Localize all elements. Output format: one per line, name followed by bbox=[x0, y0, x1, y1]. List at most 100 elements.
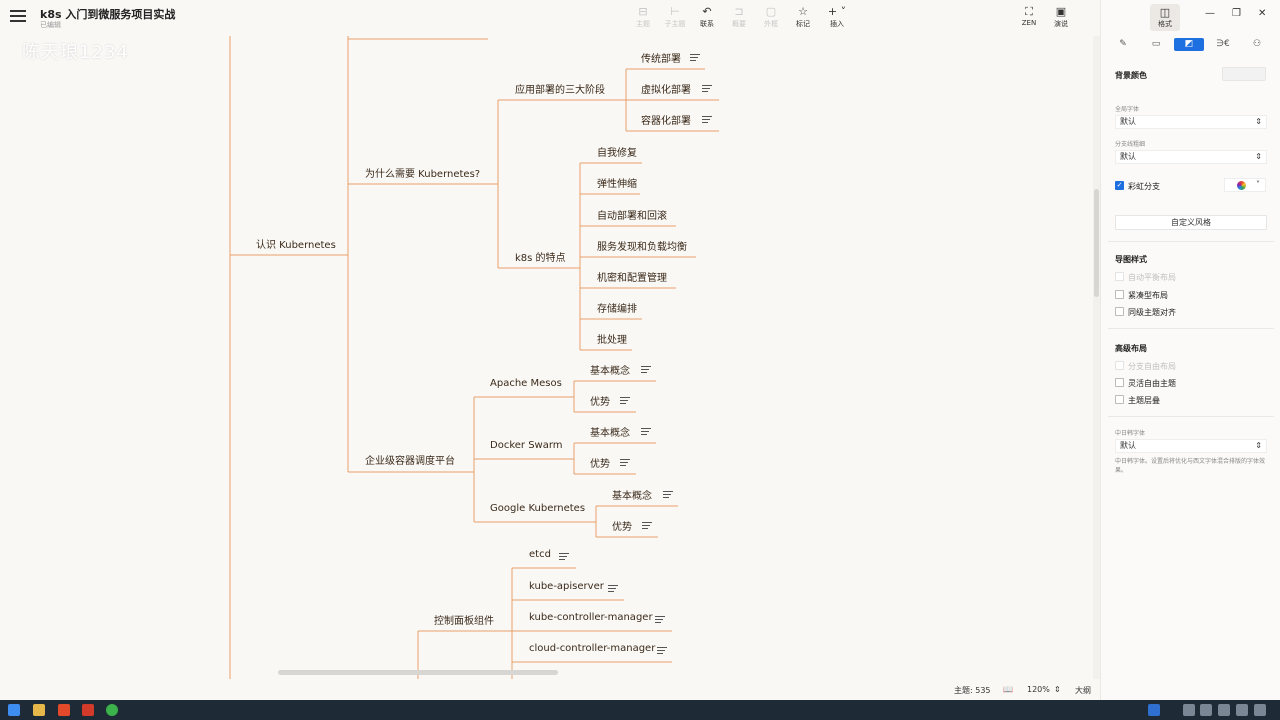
windows-start-icon[interactable] bbox=[8, 704, 20, 716]
note-icon[interactable] bbox=[642, 522, 652, 530]
topic-why[interactable]: 为什么需要 Kubernetes? bbox=[365, 169, 481, 180]
document-title[interactable]: k8s 入门到微服务项目实战 bbox=[40, 8, 176, 21]
minimize-icon[interactable]: — bbox=[1205, 8, 1215, 19]
topic-root[interactable]: 认识 Kubernetes bbox=[256, 240, 336, 251]
topic-platform[interactable]: Apache Mesos bbox=[490, 378, 562, 389]
custom-style-button[interactable]: 自定义风格 bbox=[1115, 215, 1267, 230]
volume-icon[interactable] bbox=[1183, 704, 1195, 716]
topic-button[interactable]: ⊟主题 bbox=[628, 4, 658, 29]
topic-feature-item[interactable]: 机密和配置管理 bbox=[597, 273, 667, 284]
boundary-button[interactable]: ▢外框 bbox=[756, 4, 786, 29]
topic-overlap-checkbox[interactable] bbox=[1115, 395, 1124, 404]
global-font-label: 全局字体 bbox=[1115, 106, 1140, 113]
outline-button[interactable]: 大纲 bbox=[1075, 686, 1091, 695]
topic-control-item[interactable]: cloud-controller-manager bbox=[529, 643, 656, 654]
mindmap-app-icon[interactable] bbox=[58, 704, 70, 716]
branch-free-checkbox[interactable] bbox=[1115, 361, 1124, 370]
tab-style-brush[interactable]: ✎ bbox=[1108, 38, 1138, 51]
zoom-stepper-icon[interactable]: ⇕ bbox=[1054, 685, 1061, 694]
topic-platform-item[interactable]: 基本概念 bbox=[590, 428, 630, 439]
network-icon[interactable] bbox=[1200, 704, 1212, 716]
rainbow-color-picker[interactable]: ˅ bbox=[1224, 178, 1266, 192]
horizontal-scrollbar[interactable] bbox=[0, 669, 1093, 676]
maximize-icon[interactable]: ❐ bbox=[1232, 8, 1241, 19]
note-icon[interactable] bbox=[690, 54, 700, 62]
present-button[interactable]: ▣演说 bbox=[1046, 4, 1076, 29]
topic-stage-item[interactable]: 虚拟化部署 bbox=[641, 85, 691, 96]
topic-control-item[interactable]: etcd bbox=[529, 549, 551, 560]
notification-icon[interactable] bbox=[1254, 704, 1266, 716]
format-toggle-button[interactable]: ◫格式 bbox=[1150, 4, 1180, 31]
global-font-select[interactable]: 默认⇕ bbox=[1115, 115, 1267, 129]
tab-theme[interactable]: ⚇ bbox=[1242, 38, 1272, 51]
topic-feature-item[interactable]: 弹性伸缩 bbox=[597, 179, 637, 190]
wps-icon[interactable] bbox=[82, 704, 94, 716]
topic-stage-item[interactable]: 传统部署 bbox=[641, 54, 681, 65]
topic-control-item[interactable]: kube-controller-manager bbox=[529, 612, 653, 623]
vertical-scroll-thumb[interactable] bbox=[1094, 189, 1099, 297]
note-icon[interactable] bbox=[620, 397, 630, 405]
topic-count: 主题: 535 bbox=[954, 686, 991, 695]
compact-layout-checkbox[interactable] bbox=[1115, 290, 1124, 299]
tab-canvas-format[interactable]: ◩ bbox=[1174, 38, 1204, 51]
tray-app-icon[interactable] bbox=[1148, 704, 1160, 716]
topic-feature-item[interactable]: 服务发现和负载均衡 bbox=[597, 242, 687, 253]
file-explorer-icon[interactable] bbox=[33, 704, 45, 716]
tab-formula[interactable]: ∋€ bbox=[1208, 38, 1238, 51]
bg-color-swatch[interactable] bbox=[1222, 67, 1266, 81]
note-icon[interactable] bbox=[655, 616, 665, 624]
topic-feature-item[interactable]: 存储编排 bbox=[597, 304, 637, 315]
book-icon[interactable]: 📖 bbox=[1003, 685, 1013, 694]
tray-icon[interactable] bbox=[1236, 704, 1248, 716]
input-method-icon[interactable] bbox=[1218, 704, 1230, 716]
note-icon[interactable] bbox=[641, 428, 651, 436]
fullscreen-icon: ⛶ bbox=[1025, 5, 1033, 18]
auto-balance-checkbox[interactable] bbox=[1115, 272, 1124, 281]
tab-structure[interactable]: ▭ bbox=[1141, 38, 1171, 51]
plus-icon: + ˅ bbox=[827, 5, 847, 18]
topic-feature-item[interactable]: 批处理 bbox=[597, 335, 627, 346]
zoom-level[interactable]: 120% bbox=[1027, 685, 1050, 694]
align-topics-checkbox[interactable] bbox=[1115, 307, 1124, 316]
mindmap-canvas[interactable]: 认识 Kubernetes 为什么需要 Kubernetes? 应用部署的三大阶段 传… bbox=[0, 36, 1100, 679]
note-icon[interactable] bbox=[620, 459, 630, 467]
flexible-free-checkbox[interactable] bbox=[1115, 378, 1124, 387]
note-icon[interactable] bbox=[657, 647, 667, 655]
note-icon[interactable] bbox=[641, 366, 651, 374]
topic-control-item[interactable]: kube-apiserver bbox=[529, 581, 604, 592]
insert-button[interactable]: + ˅插入 bbox=[822, 4, 852, 29]
topic-features[interactable]: k8s 的特点 bbox=[515, 253, 566, 264]
topic-control-plane[interactable]: 控制面板组件 bbox=[434, 616, 494, 627]
topic-platform-item[interactable]: 基本概念 bbox=[612, 491, 652, 502]
topic-feature-item[interactable]: 自我修复 bbox=[597, 148, 637, 159]
marker-button[interactable]: ☆标记 bbox=[788, 4, 818, 29]
note-icon[interactable] bbox=[702, 116, 712, 124]
topic-platform-item[interactable]: 优势 bbox=[590, 397, 610, 408]
horizontal-scroll-thumb[interactable] bbox=[278, 670, 558, 675]
summary-button[interactable]: ⊐概要 bbox=[724, 4, 754, 29]
topic-feature-item[interactable]: 自动部署和回滚 bbox=[597, 211, 667, 222]
note-icon[interactable] bbox=[702, 85, 712, 93]
topic-stage-item[interactable]: 容器化部署 bbox=[641, 116, 691, 127]
hamburger-menu-icon[interactable] bbox=[10, 10, 26, 24]
rainbow-branch-checkbox[interactable]: ✓ bbox=[1115, 181, 1124, 190]
zen-button[interactable]: ⛶ZEN bbox=[1014, 4, 1044, 27]
topic-platform[interactable]: Docker Swarm bbox=[490, 440, 563, 451]
vertical-scrollbar[interactable] bbox=[1093, 36, 1100, 679]
topic-platform-item[interactable]: 优势 bbox=[590, 459, 610, 470]
topic-platform-item[interactable]: 基本概念 bbox=[590, 366, 630, 377]
topic-platform[interactable]: Google Kubernetes bbox=[490, 503, 586, 514]
panel-divider bbox=[1108, 241, 1274, 242]
note-icon[interactable] bbox=[663, 491, 673, 499]
note-icon[interactable] bbox=[559, 553, 569, 561]
topic-platform-item[interactable]: 优势 bbox=[612, 522, 632, 533]
topic-stages[interactable]: 应用部署的三大阶段 bbox=[515, 85, 605, 96]
relation-button[interactable]: ↶联系 bbox=[692, 4, 722, 29]
wechat-icon[interactable] bbox=[106, 704, 118, 716]
close-icon[interactable]: ✕ bbox=[1258, 8, 1267, 19]
cjk-font-select[interactable]: 默认⇕ bbox=[1115, 439, 1267, 453]
branch-thickness-select[interactable]: 默认⇕ bbox=[1115, 150, 1267, 164]
topic-enterprise[interactable]: 企业级容器调度平台 bbox=[365, 456, 455, 467]
subtopic-button[interactable]: ⊢子主题 bbox=[660, 4, 690, 29]
note-icon[interactable] bbox=[608, 585, 618, 593]
